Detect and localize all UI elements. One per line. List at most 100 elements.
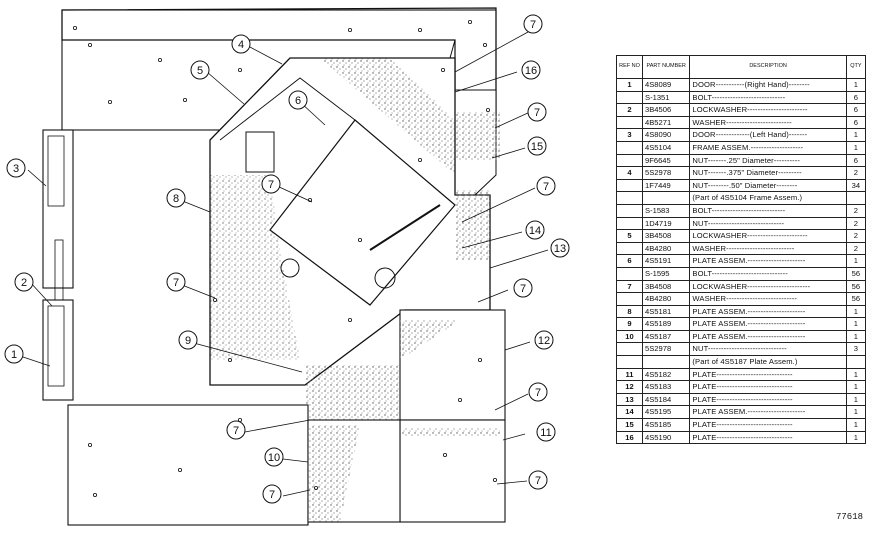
cell-ref (616, 178, 643, 193)
cell-pn: 4B5271 (641, 115, 691, 130)
plate-4-shading (320, 58, 455, 175)
cell-pn (641, 191, 691, 205)
cell-desc: PLATE----------------------------- (689, 367, 847, 382)
cell-qty: 56 (845, 266, 867, 281)
cell-desc: WASHER-------------------------- (689, 241, 847, 256)
cell-pn: 4S5191 (641, 254, 691, 268)
callout-circle (527, 136, 547, 156)
cell-pn: 4S8089 (641, 78, 691, 92)
callout-circle (536, 176, 556, 196)
callout-14: 14 (525, 220, 545, 240)
cell-ref (616, 355, 643, 369)
callout-label: 9 (185, 335, 191, 347)
cell-qty: 2 (845, 166, 867, 180)
cell-pn: 4S5183 (641, 380, 691, 394)
callout-label: 6 (295, 95, 301, 107)
cell-pn: 4S5184 (641, 392, 691, 407)
cell-ref (616, 216, 643, 231)
callout-label: 7 (233, 425, 239, 437)
header-ref: REF NO (616, 55, 643, 79)
cell-pn: 9F6645 (641, 153, 691, 168)
parts-table-header: REF NO PART NUMBER DESCRIPTION QTY (616, 55, 867, 79)
cell-ref: 2 (616, 103, 643, 117)
callout-label: 7 (268, 179, 274, 191)
plate-15-shading (455, 112, 500, 160)
cell-desc: PLATE ASSEM.---------------------- (689, 317, 847, 331)
callout-label: 7 (535, 475, 541, 487)
callout-label: 14 (529, 225, 541, 237)
cell-desc: BOLT---------------------------- (689, 90, 847, 105)
cell-ref: 8 (616, 304, 643, 319)
callout-label: 16 (525, 65, 537, 77)
cell-desc: BOLT---------------------------- (689, 203, 847, 218)
callout-11: 11 (536, 422, 556, 442)
callout-circle (261, 174, 281, 194)
cell-qty: 3 (845, 342, 867, 357)
cell-qty (845, 191, 867, 205)
cell-pn: 4S5182 (641, 367, 691, 382)
callout-16: 16 (521, 60, 541, 80)
cell-qty: 2 (845, 203, 867, 218)
plate-8-shading (210, 175, 300, 360)
callout-7: 7 (166, 272, 186, 292)
cell-qty: 1 (845, 418, 867, 432)
cell-pn: S-1595 (641, 266, 691, 281)
callout-circle (166, 272, 186, 292)
cell-pn: 5S2978 (641, 342, 691, 357)
callout-7: 7 (528, 382, 548, 402)
header-description: DESCRIPTION (689, 55, 847, 79)
cell-desc: PLATE----------------------------- (689, 418, 847, 432)
cell-ref (616, 292, 643, 306)
cell-pn: 4S5187 (641, 329, 691, 344)
callout-circle (178, 330, 198, 350)
callout-circle (231, 34, 251, 54)
callout-circle (528, 470, 548, 490)
callout-10: 10 (264, 447, 284, 467)
cell-pn: 4B4280 (641, 241, 691, 256)
bottom-left-plate (67, 404, 309, 526)
cell-desc: PLATE ASSEM.---------------------- (689, 304, 847, 319)
cell-qty: 34 (845, 178, 867, 193)
callout-7: 7 (523, 14, 543, 34)
cell-qty: 2 (845, 216, 867, 231)
cell-ref: 5 (616, 229, 643, 243)
callout-label: 4 (238, 39, 244, 51)
callout-circle (550, 238, 570, 258)
cell-desc: PLATE ASSEM.---------------------- (689, 329, 847, 344)
cell-qty: 1 (845, 254, 867, 268)
callout-label: 5 (197, 65, 203, 77)
cell-pn: 4S5190 (641, 430, 691, 445)
callout-circle (166, 188, 186, 208)
callout-label: 7 (543, 181, 549, 193)
callout-circle (288, 90, 308, 110)
cell-pn: 4S5104 (641, 140, 691, 155)
cell-pn: 4S5181 (641, 304, 691, 319)
table-row: (Part of 4S5187 Plate Assem.) (616, 355, 867, 369)
cell-qty: 1 (845, 317, 867, 331)
diamond-plate-assembly (269, 119, 456, 306)
cell-ref: 6 (616, 254, 643, 268)
callout-label: 8 (173, 193, 179, 205)
cell-qty: 2 (845, 241, 867, 256)
cell-ref: 16 (616, 430, 643, 445)
cell-pn: 4S8090 (641, 128, 691, 142)
callout-circle (536, 422, 556, 442)
callout-3: 3 (6, 158, 26, 178)
cell-ref: 11 (616, 367, 643, 382)
callout-label: 3 (13, 163, 19, 175)
callout-4: 4 (231, 34, 251, 54)
cell-pn: 3B4508 (641, 279, 691, 294)
cell-desc: PLATE----------------------------- (689, 392, 847, 407)
cell-pn: 3B4508 (641, 229, 691, 243)
